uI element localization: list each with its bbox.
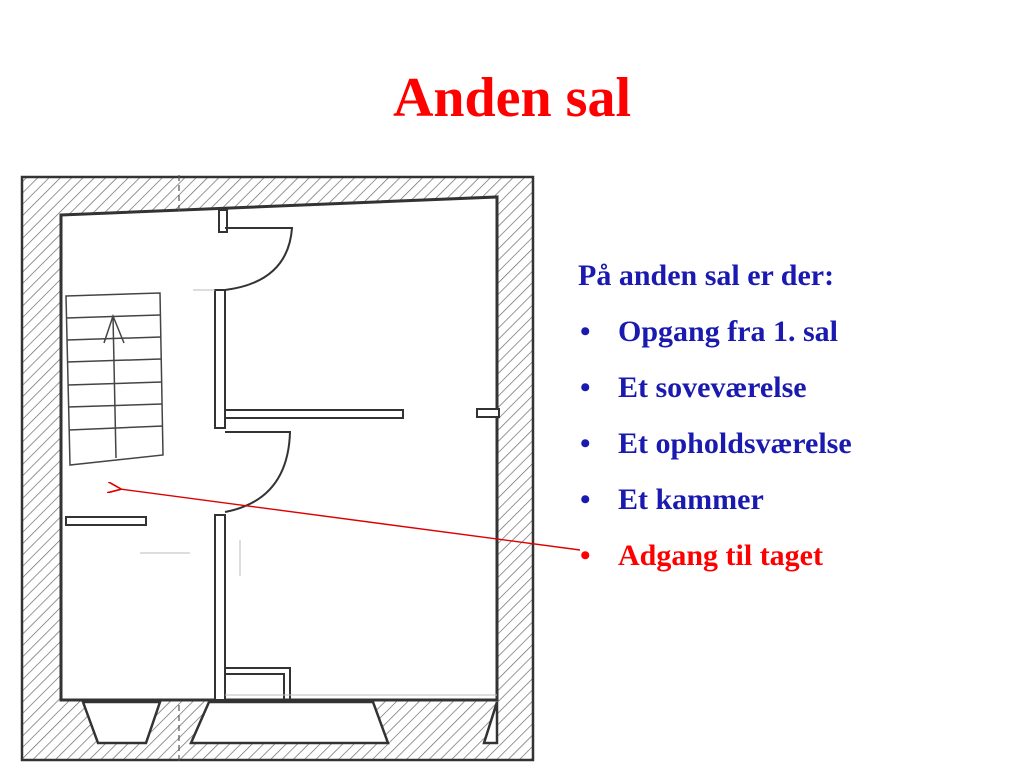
wall-closet [225, 667, 291, 700]
up-arrow-icon [103, 313, 125, 344]
bullet-list: • Opgang fra 1. sal • Et soveværelse • Et oph… [578, 304, 1018, 584]
bullet-item: • Opgang fra 1. sal [578, 304, 1018, 360]
bottom-opening-center [189, 700, 390, 745]
wall-horizontal-lower [65, 516, 147, 526]
bullet-label: Adgang til taget [618, 539, 823, 572]
bullet-marker: • [580, 483, 591, 516]
bullet-item: • Et opholdsværelse [578, 416, 1018, 472]
bottom-openings [81, 700, 499, 745]
door-swing-icon [224, 227, 294, 513]
outer-walls [20, 175, 535, 762]
bullet-item: • Et kammer [578, 472, 1018, 528]
bullet-marker: • [580, 539, 591, 572]
wall-horizontal-middle [224, 409, 404, 419]
staircase-icon [65, 292, 164, 466]
wall-right-stub [476, 408, 500, 418]
bullet-marker: • [580, 315, 591, 348]
annotation-arrow [120, 489, 581, 551]
wall-vertical-lower [214, 514, 226, 701]
bullet-label: Et opholdsværelse [618, 427, 852, 460]
faint-lines [140, 289, 497, 696]
bullet-label: Et kammer [618, 483, 764, 516]
bullet-label: Et soveværelse [618, 371, 807, 404]
bullet-intro: På anden sal er der: [578, 259, 835, 292]
wall-top-stub [218, 209, 228, 233]
interior-walls [65, 209, 500, 701]
bottom-opening-left [81, 700, 162, 745]
bullet-label: Opgang fra 1. sal [618, 315, 839, 348]
bullet-marker: • [580, 427, 591, 460]
bottom-opening-right [482, 701, 499, 745]
bullet-marker: • [580, 371, 591, 404]
bullet-item: • Et soveværelse [578, 360, 1018, 416]
bullet-panel: På anden sal er der: •Opgang fra 1. sal•… [578, 248, 1018, 584]
slide-title: Anden sal [392, 67, 632, 129]
wall-vertical-upper [214, 289, 226, 429]
bullet-item: • Adgang til taget [578, 528, 1018, 584]
